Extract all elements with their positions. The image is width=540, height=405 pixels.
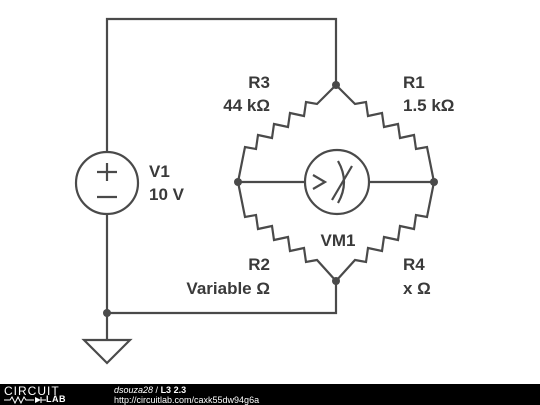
author-link[interactable]: dsouza28 [114, 385, 154, 395]
label-r1-name: R1 [403, 73, 425, 92]
label-r2-value: Variable Ω [186, 279, 270, 298]
label-v1-name: V1 [149, 162, 170, 181]
voltmeter-arrow [312, 174, 328, 190]
junction-bottom [332, 277, 340, 285]
circuit-title[interactable]: L3 2.3 [160, 385, 187, 395]
resistor-r1 [335, 84, 436, 183]
author-title-line: dsouza28 / L3 2.3 [114, 385, 259, 395]
junction-right [430, 178, 438, 186]
circuit-url[interactable]: http://circuitlab.com/caxk55dw94g6a [114, 395, 260, 405]
label-r3-value: 44 kΩ [223, 96, 270, 115]
label-r3-name: R3 [248, 73, 270, 92]
junction-ground [103, 309, 111, 317]
voltmeter-vm1 [303, 148, 371, 216]
label-r1-value: 1.5 kΩ [403, 96, 454, 115]
junction-left [234, 178, 242, 186]
resistor-r3 [236, 84, 337, 183]
label-r4-name: R4 [403, 255, 425, 274]
voltmeter-arc [337, 160, 346, 204]
label-r2-name: R2 [248, 255, 270, 274]
logo-text-bottom: LAB [46, 394, 66, 404]
circuit-meta: dsouza28 / L3 2.3 http://circuitlab.com/… [114, 385, 259, 405]
label-r4-value: x Ω [403, 279, 431, 298]
footer-bar: CIRCUIT LAB dsouza28 / L3 2.3 http://cir… [0, 384, 540, 405]
ground-icon [81, 338, 133, 365]
label-vm1-name: VM1 [321, 231, 356, 250]
path-separator: / [153, 385, 161, 395]
junction-top [332, 81, 340, 89]
voltmeter-needle [331, 165, 353, 201]
logo-wave-icon [4, 396, 46, 404]
circuitlab-logo[interactable]: CIRCUIT LAB [4, 384, 104, 405]
wire-bottom [105, 214, 338, 315]
logo-text-top: CIRCUIT [4, 384, 60, 398]
wire-top [105, 17, 338, 152]
resistor-r2 [236, 181, 337, 282]
circuit-diagram: R3 44 kΩ R1 1.5 kΩ V1 10 V VM1 R2 Variab… [74, 17, 454, 365]
label-v1-value: 10 V [149, 185, 185, 204]
resistor-r4 [335, 181, 436, 282]
voltage-source-v1 [74, 150, 140, 216]
